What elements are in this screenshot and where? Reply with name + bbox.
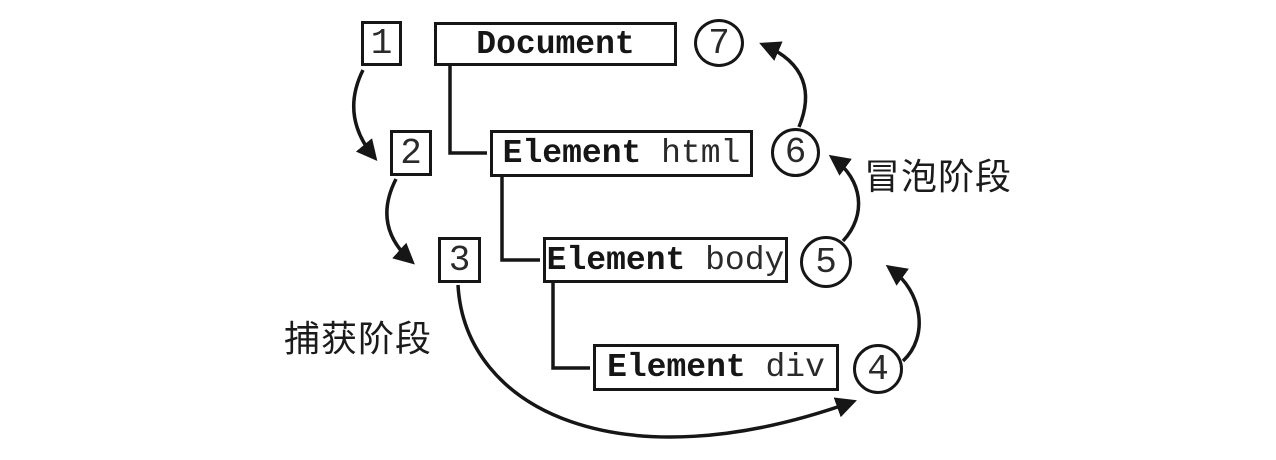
- node-document: Document: [434, 22, 677, 66]
- bubble-arrow-4-to-5: [885, 264, 921, 363]
- step-circle-7: 7: [694, 19, 744, 67]
- node-type-label: Element: [502, 135, 642, 172]
- bubble-arrow-6-to-7: [759, 41, 808, 128]
- node-element-body: Element body: [543, 237, 788, 283]
- step-number: 6: [784, 132, 807, 173]
- step-number: 4: [867, 348, 889, 390]
- bubble-phase-label: 冒泡阶段: [864, 157, 1013, 198]
- step-number: 5: [815, 241, 837, 283]
- capture-arrow-2-to-3: [385, 178, 415, 265]
- node-element-div: Element div: [593, 344, 839, 391]
- tree-connector-body-div: [551, 283, 590, 370]
- node-type-label: Element: [607, 349, 746, 386]
- node-tag-label: html: [641, 135, 741, 172]
- step-number: 3: [448, 239, 471, 281]
- capture-arrow-1-to-2: [351, 69, 378, 162]
- step-square-1: 1: [361, 21, 402, 66]
- step-circle-6: 6: [771, 128, 820, 177]
- step-number: 1: [370, 23, 393, 64]
- step-circle-5: 5: [800, 236, 852, 288]
- node-tag-label: div: [745, 349, 825, 386]
- capture-arrow-3-to-4: [456, 284, 857, 439]
- node-type-label: Document: [476, 25, 635, 63]
- bubble-arrow-5-to-6: [828, 154, 861, 243]
- tree-connector-document-html: [448, 64, 487, 155]
- step-number: 2: [400, 132, 422, 174]
- tree-connector-html-body: [500, 177, 540, 262]
- node-tag-label: body: [685, 241, 785, 279]
- node-element-html: Element html: [490, 130, 753, 177]
- step-circle-4: 4: [853, 344, 903, 394]
- capture-phase-label: 捕获阶段: [284, 319, 433, 360]
- step-square-2: 2: [390, 130, 432, 176]
- step-square-3: 3: [438, 237, 481, 283]
- step-number: 7: [708, 22, 730, 64]
- node-type-label: Element: [546, 241, 686, 279]
